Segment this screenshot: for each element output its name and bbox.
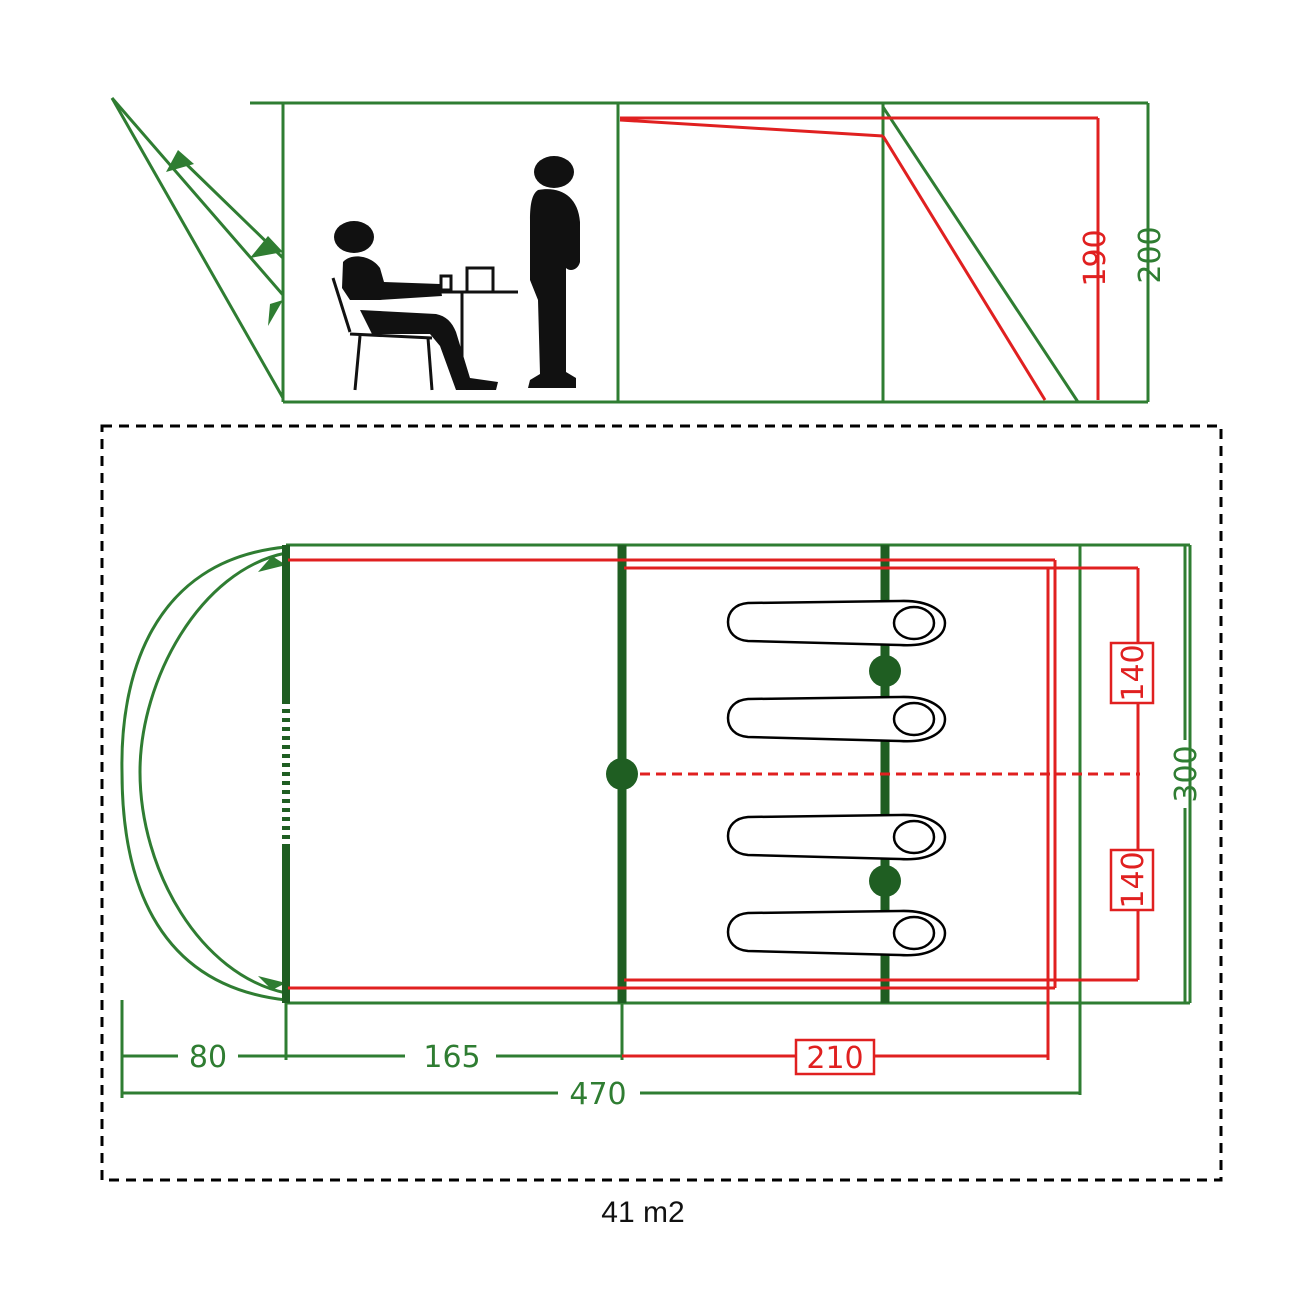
sleeping-bag-icon bbox=[726, 695, 947, 743]
footprint-boundary bbox=[100, 424, 1223, 1182]
side-elevation: 190 200 bbox=[110, 97, 1168, 404]
berth-dimension-top: 140 bbox=[1109, 641, 1155, 705]
outer-height-label: 200 bbox=[1133, 226, 1168, 283]
bedroom-length-label: 210 bbox=[806, 1041, 863, 1076]
person-standing-icon bbox=[528, 156, 580, 388]
inner-tent-side bbox=[619, 116, 1100, 401]
chair-icon bbox=[331, 277, 434, 391]
sleeping-bag-icons bbox=[726, 599, 947, 957]
outer-tent-side bbox=[250, 101, 1150, 404]
porch-peg-icons bbox=[258, 556, 286, 990]
inner-height-label: 190 bbox=[1078, 229, 1113, 286]
area-label: 41 m2 bbox=[601, 1196, 684, 1229]
total-width-label: 300 bbox=[1169, 745, 1204, 802]
porch-length-label: 80 bbox=[189, 1040, 227, 1075]
guy-tensioner-icons bbox=[166, 150, 283, 326]
outer-tent-plan bbox=[284, 543, 1192, 1095]
length-dimensions: 80 165 210 470 bbox=[120, 1000, 1080, 1112]
canopy bbox=[110, 97, 285, 399]
berth-width-bottom-label: 140 bbox=[1116, 851, 1151, 908]
living-length-label: 165 bbox=[423, 1040, 480, 1075]
porch-outline bbox=[120, 545, 287, 1002]
berth-dimension-bottom: 140 bbox=[1109, 848, 1155, 912]
width-dimension: 300 bbox=[1169, 545, 1204, 1003]
table-icon bbox=[439, 266, 518, 390]
floor-plan: 300 140 140 80 165 210 470 bbox=[100, 424, 1223, 1229]
inner-tent-plan bbox=[288, 558, 1140, 1060]
total-length-label: 470 bbox=[569, 1077, 626, 1112]
sleeping-bag-icon bbox=[726, 599, 947, 647]
pole-hubs bbox=[606, 655, 901, 897]
sleeping-bag-icon bbox=[726, 813, 947, 861]
sleeping-bag-icon bbox=[726, 909, 947, 957]
berth-width-top-label: 140 bbox=[1116, 644, 1151, 701]
